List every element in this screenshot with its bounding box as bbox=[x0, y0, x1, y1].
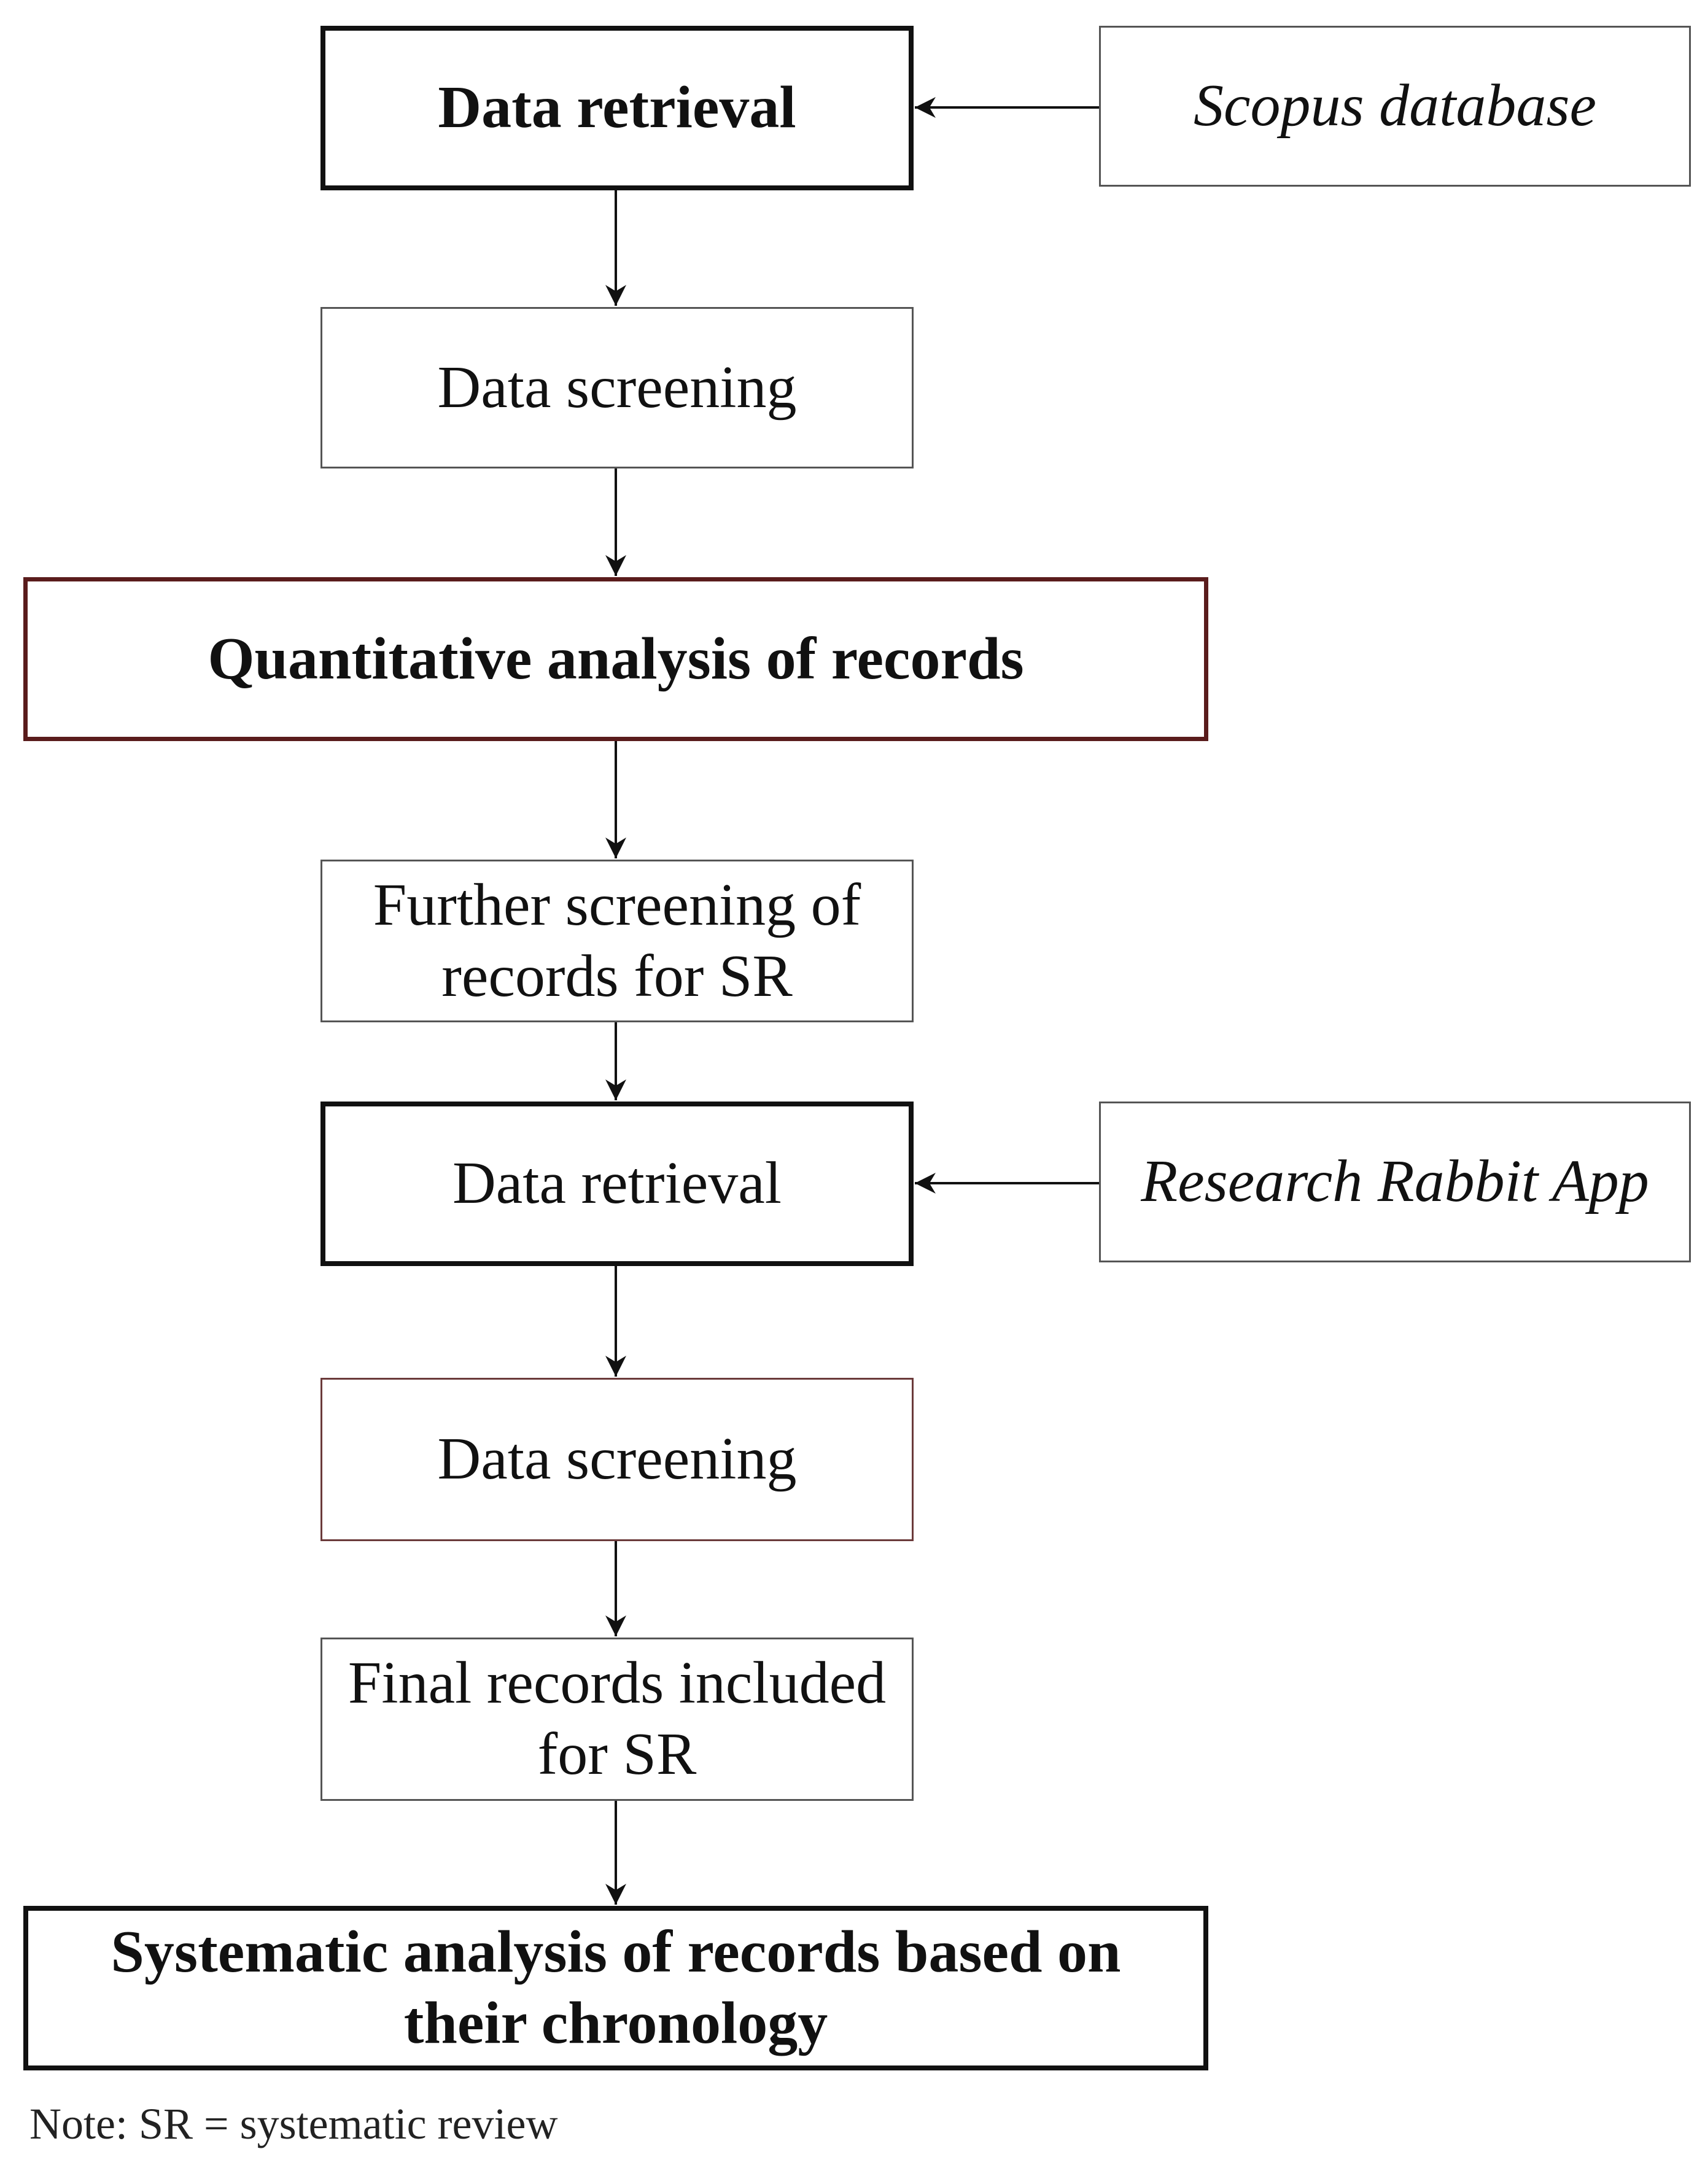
scopus-database-box: Scopus database bbox=[1099, 26, 1691, 187]
final-records-box: Final records included for SR bbox=[320, 1638, 914, 1801]
data-screening-box: Data screening bbox=[320, 307, 914, 468]
final-records-label: Final records included for SR bbox=[348, 1650, 887, 1787]
data-retrieval-box: Data retrieval bbox=[320, 26, 914, 190]
quantitative-analysis-label: Quantitative analysis of records bbox=[208, 625, 1024, 692]
further-screening-label: Further screening of records for SR bbox=[373, 871, 861, 1009]
data-retrieval-label: Data retrieval bbox=[438, 74, 796, 141]
data-retrieval-second-box: Data retrieval bbox=[320, 1102, 914, 1266]
research-rabbit-app-label: Research Rabbit App bbox=[1141, 1148, 1649, 1215]
data-screening-label: Data screening bbox=[437, 354, 797, 421]
systematic-analysis-box: Systematic analysis of records based on … bbox=[23, 1906, 1208, 2070]
footnote: Note: SR = systematic review bbox=[29, 2099, 558, 2148]
data-screening-second-box: Data screening bbox=[320, 1378, 914, 1541]
scopus-database-label: Scopus database bbox=[1194, 72, 1596, 139]
research-rabbit-app-box: Research Rabbit App bbox=[1099, 1102, 1691, 1262]
data-retrieval-second-label: Data retrieval bbox=[452, 1150, 782, 1217]
data-screening-second-label: Data screening bbox=[437, 1426, 797, 1493]
quantitative-analysis-box: Quantitative analysis of records bbox=[23, 577, 1208, 741]
further-screening-box: Further screening of records for SR bbox=[320, 860, 914, 1022]
systematic-analysis-label: Systematic analysis of records based on … bbox=[111, 1919, 1121, 2056]
